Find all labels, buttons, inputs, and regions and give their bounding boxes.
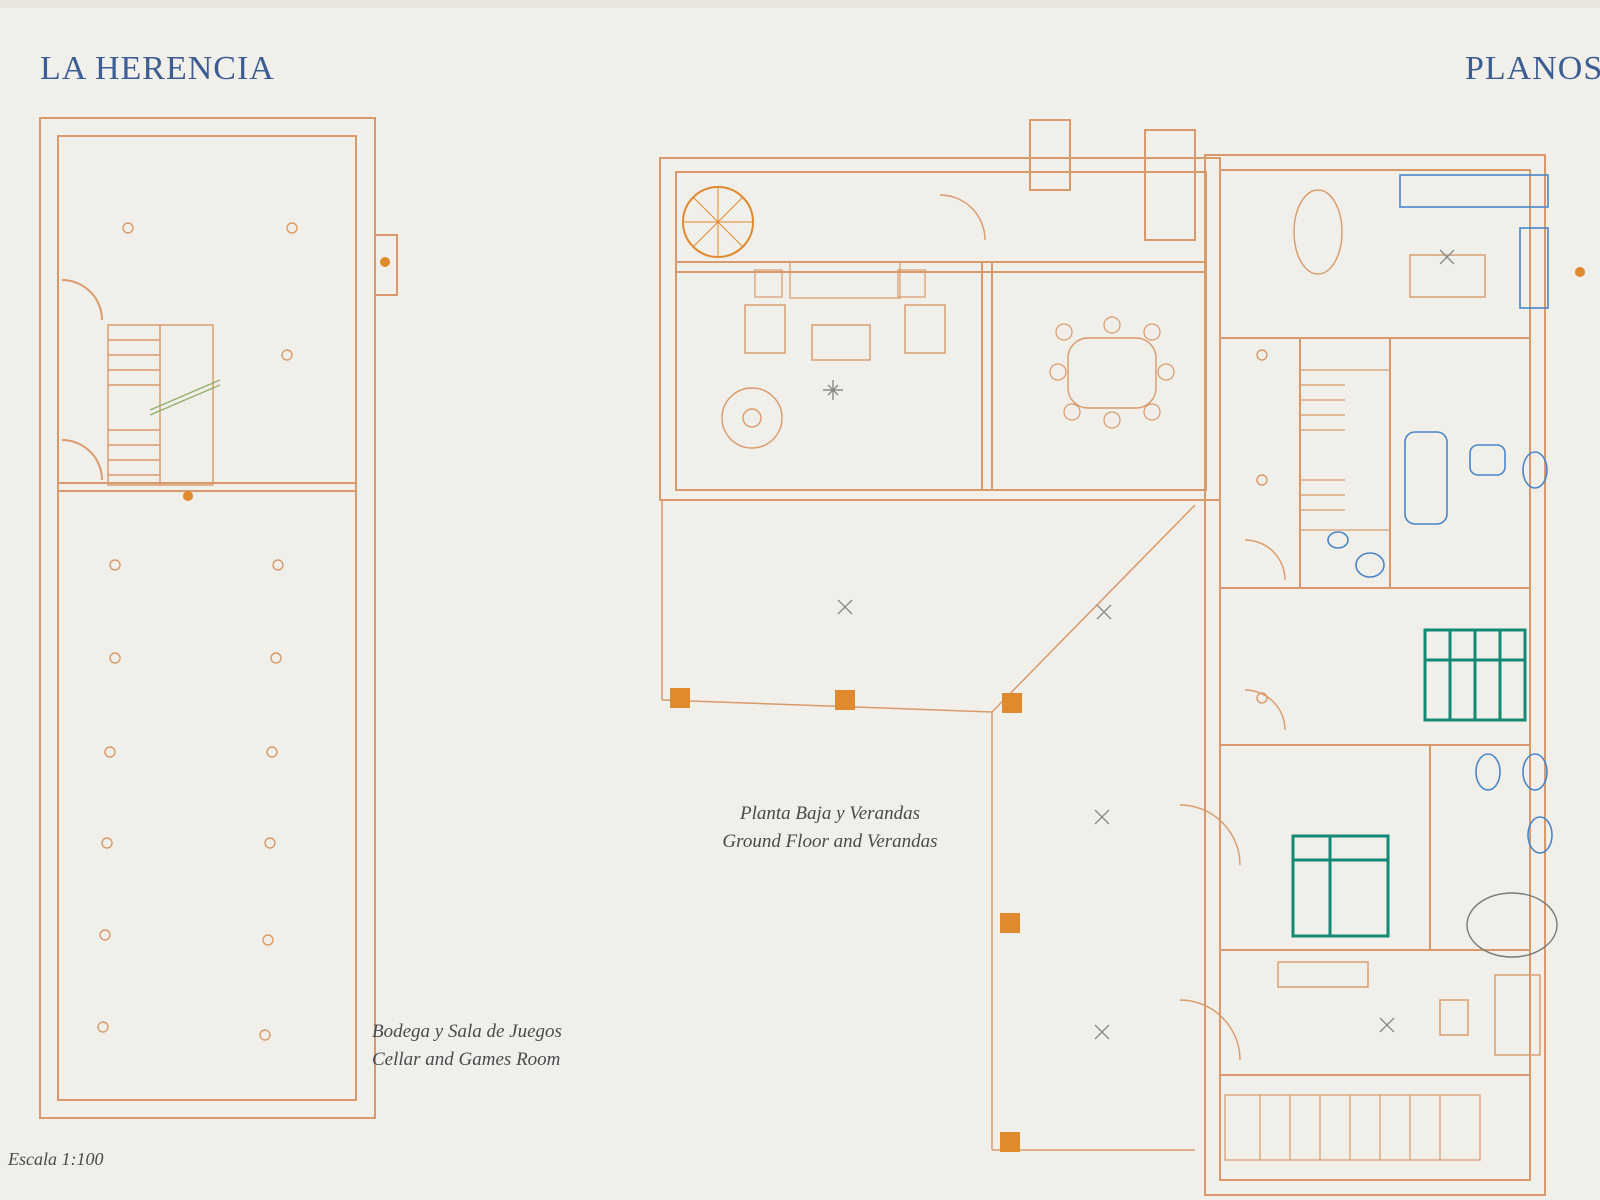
- title-la-herencia: LA HERENCIA: [40, 50, 275, 87]
- kitchen-island: [1409, 254, 1486, 298]
- cellar-door-arc: [61, 279, 103, 321]
- round-rug: [721, 387, 783, 449]
- french-door-arc: [1179, 804, 1241, 866]
- veranda-columns: [183, 257, 1585, 1152]
- dining-table: [1067, 337, 1157, 409]
- toilet-icon: [1522, 451, 1548, 489]
- caption-cellar: Bodega y Sala de Juegos Cellar and Games…: [372, 1018, 562, 1074]
- washbasin-icon: [1469, 444, 1506, 476]
- cellar-staircase: [107, 324, 221, 486]
- lower-staircase: [1224, 1094, 1481, 1161]
- beds: [1291, 628, 1527, 938]
- coffee-table: [811, 324, 871, 361]
- cellar-outer-wall: [39, 117, 376, 1119]
- sofa: [1494, 974, 1541, 1056]
- sanitary-fixtures: [1327, 174, 1553, 854]
- wing-staircase: [1299, 369, 1391, 531]
- cellar-inner-wall: [57, 135, 357, 1101]
- cellar-plan: [39, 117, 398, 1119]
- living-block-outer-wall: [659, 157, 1221, 501]
- column-icon: [670, 688, 690, 708]
- bed-two-icon: [1291, 834, 1390, 938]
- ceiling-lights: [97, 222, 1268, 1041]
- caption-cellar-es: Bodega y Sala de Juegos: [372, 1021, 562, 1042]
- oval-bath-icon: [1466, 892, 1558, 958]
- caption-ground-floor-en: Ground Floor and Verandas: [722, 831, 938, 852]
- kitchen-table: [1293, 189, 1343, 275]
- fireplace-unit: [789, 261, 901, 299]
- plan-sheet: [0, 8, 1600, 1200]
- right-wing-outer-wall: [1204, 154, 1546, 1196]
- cellar-niche: [374, 234, 398, 296]
- armchair-left: [744, 304, 786, 354]
- ceiling-fans: [823, 249, 1455, 1040]
- scale-note: Escala 1:100: [8, 1149, 104, 1169]
- caption-ground-floor: Planta Baja y Verandas Ground Floor and …: [700, 800, 960, 856]
- armchair-right: [904, 304, 946, 354]
- title-planos: PLANOS: [1465, 50, 1600, 87]
- caption-ground-floor-es: Planta Baja y Verandas: [740, 803, 920, 824]
- ground-floor-plan: [659, 119, 1546, 1196]
- bathtub-icon: [1404, 431, 1448, 525]
- caption-cellar-en: Cellar and Games Room: [372, 1049, 561, 1070]
- veranda-outline: [661, 500, 1196, 1151]
